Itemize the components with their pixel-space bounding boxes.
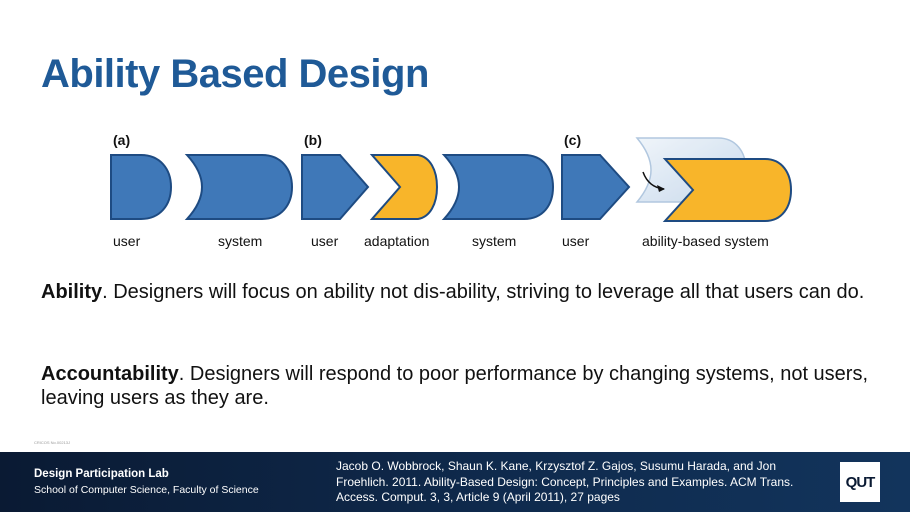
ability-paragraph: Ability. Designers will focus on ability… [41,280,881,304]
c-user-shape [561,154,631,220]
panel-label-c: (c) [564,132,582,148]
a-user-shape [110,154,173,220]
label-a-system: system [218,233,263,249]
b-user-shape [301,154,370,220]
qut-logo: QUT [840,462,880,502]
ability-term: Ability [41,281,103,303]
panel-label-a: (a) [113,132,131,148]
c-ability-system-shape [662,158,793,222]
label-b-adaptation: adaptation [364,233,430,249]
label-a-user: user [113,233,141,249]
c-arrowhead-icon [657,185,665,192]
accountability-term: Accountability [41,363,179,385]
footer-reference: Jacob O. Wobbrock, Shaun K. Kane, Krzysz… [336,459,794,504]
ability-based-design-diagram: (a) (b) (c) user system user adaptation … [110,132,793,249]
b-system-shape [441,154,555,220]
qut-logo-text: QUT [845,473,876,491]
diagram-shapes [110,137,793,222]
accountability-paragraph: Accountability. Designers will respond t… [41,362,881,410]
b-adaptation-shape [369,154,439,220]
footer-school-name: School of Computer Science, Faculty of S… [34,484,259,496]
label-b-user: user [311,233,339,249]
label-c-user: user [562,233,590,249]
label-c-ability-system: ability-based system [642,233,769,249]
cricos-code: CRICOS No.00213J [34,440,71,445]
footer-bar: Design Participation Lab School of Compu… [0,452,910,512]
slide-title: Ability Based Design [41,52,429,96]
label-b-system: system [472,233,517,249]
panel-label-b: (b) [304,132,322,148]
footer-lab-name: Design Participation Lab [34,468,169,480]
a-system-shape [184,154,294,220]
accountability-text: . Designers will respond to poor perform… [41,363,869,409]
ability-text: . Designers will focus on ability not di… [102,281,865,303]
